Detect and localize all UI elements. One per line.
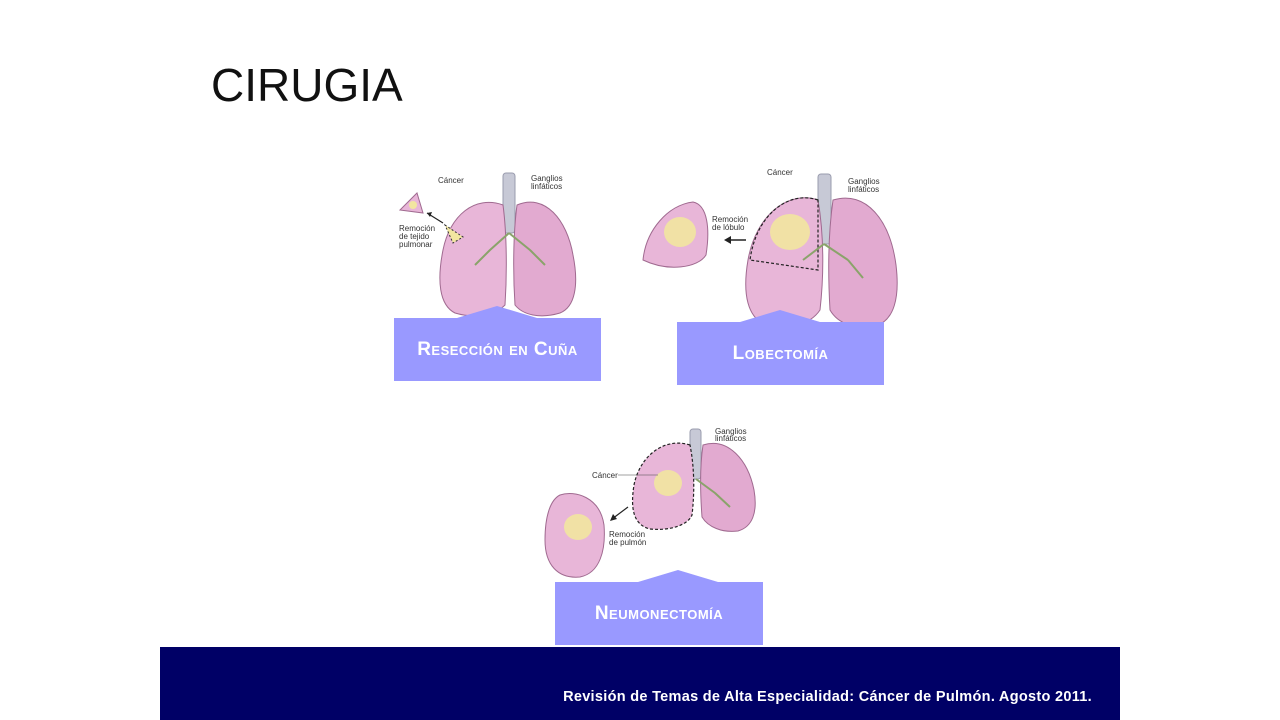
- lobectomy-caption: Lobectomía: [677, 322, 884, 385]
- pneumonectomy-label-nodes-1: Ganglios: [715, 427, 747, 436]
- wedge-resection-illustration: Cáncer Ganglios linfáticos Remoción de t…: [398, 172, 577, 317]
- pneumonectomy-caption: Neumonectomía: [555, 582, 763, 645]
- pneumonectomy-illustration: Cáncer Ganglios linfáticos Remoción de p…: [544, 427, 756, 578]
- footer-citation: Revisión de Temas de Alta Especialidad: …: [563, 689, 1092, 705]
- lobectomy-label-nodes-1: Ganglios: [848, 177, 880, 186]
- wedge-caption: Resección en Cuña: [394, 318, 601, 381]
- wedge-label-removal-3: pulmonar: [399, 240, 433, 249]
- lobectomy-illustration: Cáncer Ganglios linfáticos Remoción de l…: [642, 168, 898, 328]
- lobectomy-caption-notch: [740, 310, 820, 322]
- wedge-label-cancer: Cáncer: [438, 176, 464, 185]
- pneumonectomy-label-nodes-2: linfáticos: [715, 434, 746, 443]
- lobectomy-label-removal-1: Remoción: [712, 215, 748, 224]
- lobectomy-label-cancer: Cáncer: [767, 168, 793, 177]
- pneumonectomy-label-cancer: Cáncer: [592, 471, 618, 480]
- wedge-caption-notch: [457, 306, 537, 318]
- pneumonectomy-caption-notch: [638, 570, 718, 582]
- footer-bar: Revisión de Temas de Alta Especialidad: …: [160, 647, 1120, 720]
- wedge-label-nodes-2: linfáticos: [531, 182, 562, 191]
- wedge-label-nodes-1: Ganglios: [531, 174, 563, 183]
- pneumonectomy-label-removal-2: de pulmón: [609, 538, 646, 547]
- lobectomy-label-removal-2: de lóbulo: [712, 223, 745, 232]
- lobectomy-label-nodes-2: linfáticos: [848, 185, 879, 194]
- slide-title: CIRUGIA: [211, 59, 403, 111]
- pneumonectomy-label-removal-1: Remoción: [609, 530, 645, 539]
- wedge-label-removal-2: de tejido: [399, 232, 430, 241]
- wedge-label-removal-1: Remoción: [399, 224, 435, 233]
